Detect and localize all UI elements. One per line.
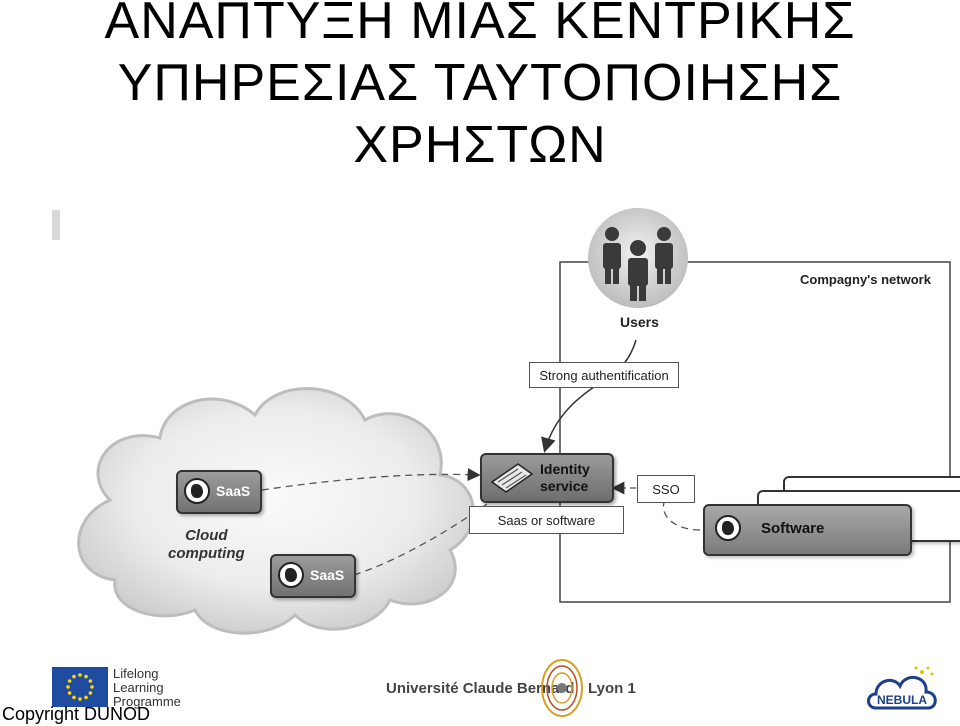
- title-line-3: ΧΡΗΣΤΩΝ: [353, 116, 607, 174]
- diagram-graphics: [52, 208, 951, 635]
- cloud-shape: [77, 387, 475, 635]
- saas-top-label: SaaS: [216, 483, 251, 499]
- identity-diagram: Compagny's network Users Strong authenti…: [0, 200, 960, 660]
- software-label: Software: [761, 520, 825, 537]
- saas-node-top: SaaS: [176, 470, 262, 514]
- saas-or-software-box: Saas or software: [469, 506, 624, 534]
- programme-line-2: Learning: [113, 680, 164, 695]
- lifelong-learning-logo: Lifelong Learning Programme: [113, 667, 181, 709]
- software-globe-icon: [715, 515, 741, 541]
- identity-service-label: Identity service: [540, 461, 590, 495]
- saas-bottom-label: SaaS: [310, 567, 345, 583]
- lyon-label: Lyon 1: [588, 680, 636, 697]
- saas-node-bottom: SaaS: [270, 554, 356, 598]
- programme-line-1: Lifelong: [113, 666, 159, 681]
- nebula-logo: NEBULA: [867, 666, 937, 710]
- auth-arrow: [541, 339, 637, 453]
- eu-flag-logo: [52, 667, 108, 707]
- university-name: Université Claude Bernard: [386, 680, 575, 697]
- title-line-1: ΑΝΑΠΤΥΞΗ ΜΙΑΣ ΚΕΝΤΡΙΚΗΣ: [104, 0, 856, 50]
- university-seal-icon: [541, 659, 583, 717]
- saas-top-link: [261, 468, 481, 491]
- copyright-text: Copyright DUNOD: [2, 704, 151, 724]
- sso-box: SSO: [637, 475, 695, 503]
- slide-title: ΑΝΑΠΤΥΞΗ ΜΙΑΣ ΚΕΝΤΡΙΚΗΣ ΥΠΗΡΕΣΙΑΣ ΤΑΥΤΟΠ…: [0, 0, 960, 176]
- title-line-2: ΥΠΗΡΕΣΙΑΣ ΤΑΥΤΟΠΟΙΗΣΗΣ: [117, 54, 843, 112]
- software-card-front: Software: [703, 504, 912, 556]
- scan-band: [52, 210, 60, 240]
- cloud-line-1: Cloud: [185, 527, 228, 544]
- cloud-line-2: computing: [168, 545, 245, 562]
- users-icon: [603, 227, 673, 301]
- company-network-frame: [559, 261, 951, 603]
- identity-line-1: Identity: [540, 461, 590, 477]
- users-label: Users: [620, 314, 659, 330]
- network-label: Compagny's network: [800, 272, 931, 287]
- eu-stars-icon: [66, 673, 94, 701]
- keyboard-icon: [490, 463, 534, 493]
- saas-bottom-globe-icon: [278, 562, 304, 588]
- identity-line-2: service: [540, 478, 589, 494]
- programme-line-3: Programme: [113, 694, 181, 709]
- strong-auth-box: Strong authentification: [529, 362, 679, 388]
- identity-service-node: Identity service: [480, 453, 614, 503]
- nebula-logo-text: NEBULA: [877, 693, 927, 707]
- software-sso-link: [662, 501, 701, 531]
- cloud-computing-label: Cloud computing: [168, 527, 245, 563]
- saas-top-globe-icon: [184, 478, 210, 504]
